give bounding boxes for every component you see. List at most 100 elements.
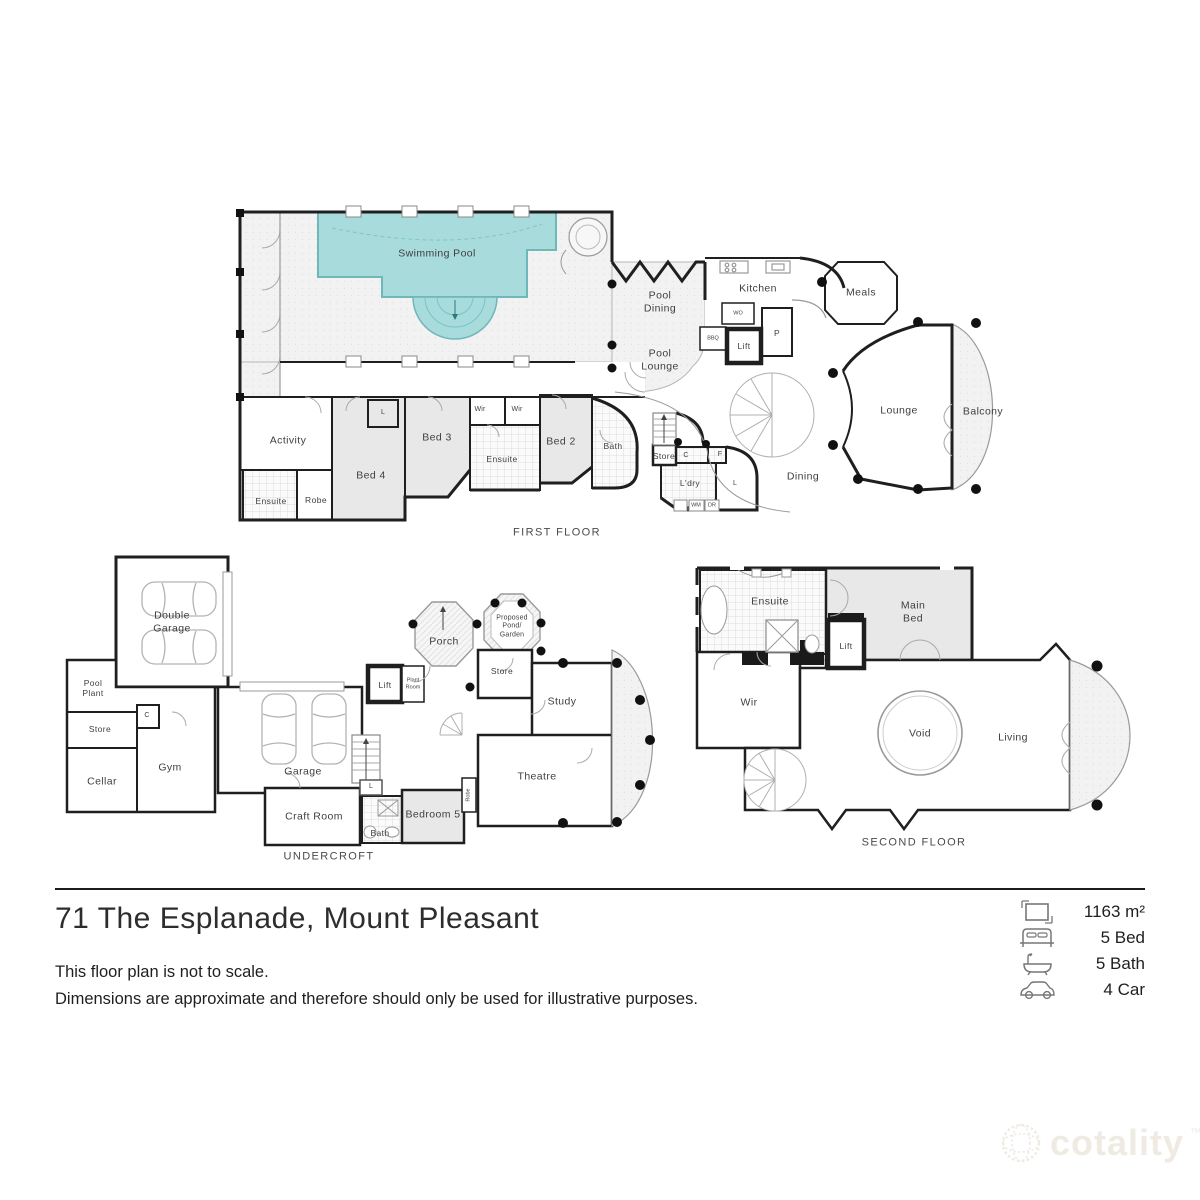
void-circle xyxy=(877,690,963,776)
label-ensuite-mid: Ensuite xyxy=(486,453,518,464)
stat-area: 1163 m² xyxy=(1018,899,1145,924)
label-porch: Porch xyxy=(429,635,459,648)
page-title: 71 The Esplanade, Mount Pleasant xyxy=(55,902,540,935)
label-garage: Garage xyxy=(284,765,322,778)
label-fridge: F xyxy=(717,450,723,458)
undercroft-store-room xyxy=(476,648,534,700)
stat-bath: 5 Bath xyxy=(1018,951,1145,976)
undercroft-bath-fixtures xyxy=(363,799,400,839)
caption-first-floor: FIRST FLOOR xyxy=(513,526,601,539)
second-floor-plan xyxy=(695,566,1131,832)
column-dots-second-floor xyxy=(1091,660,1103,811)
pond-inner xyxy=(490,600,534,652)
column-dots-undercroft xyxy=(408,598,655,828)
label-wall-oven: WO xyxy=(733,310,743,317)
label-bbq: BBQ xyxy=(707,335,719,342)
garage-doors xyxy=(222,571,345,692)
label-bath: Bath xyxy=(603,440,623,451)
label-lift-sf: Lift xyxy=(839,640,853,651)
label-bed2: Bed 2 xyxy=(546,435,576,448)
label-bath-uc: Bath xyxy=(370,827,390,838)
balcony-doors xyxy=(943,403,953,457)
undercroft-doors xyxy=(171,657,593,789)
label-wir-sf: Wir xyxy=(740,696,758,709)
label-bedroom5: Bedroom 5 xyxy=(405,808,461,821)
stat-bed-value: 5 Bed xyxy=(1100,927,1145,947)
stairs-undercroft xyxy=(351,734,383,796)
car-icon xyxy=(1020,980,1055,999)
label-dining: Dining xyxy=(786,470,820,483)
stairs-first-floor xyxy=(652,412,677,446)
label-cellar: Cellar xyxy=(87,775,117,788)
brand-watermark: cotality ™ xyxy=(998,1120,1200,1166)
label-pool-plant: Pool Plant xyxy=(82,677,104,698)
caption-second-floor: SECOND FLOOR xyxy=(861,836,967,849)
bedroom5-room xyxy=(400,788,466,845)
bed-icon xyxy=(1020,927,1054,947)
bath-icon xyxy=(1023,952,1052,975)
cotality-wordmark: cotality xyxy=(1050,1122,1185,1163)
label-robe: Robe xyxy=(305,494,327,505)
swimming-pool-shape xyxy=(317,211,557,340)
label-wir-a: Wir xyxy=(474,405,486,413)
kitchen-appliances xyxy=(719,260,827,319)
label-ensuite-left: Ensuite xyxy=(255,495,287,506)
spiral-stair-undercroft xyxy=(439,712,463,736)
second-balcony-shape xyxy=(1069,659,1131,811)
label-study: Study xyxy=(547,695,577,708)
label-pond-garden: Proposed Pond/ Garden xyxy=(496,614,528,639)
annex-inner-walls xyxy=(67,704,160,812)
label-robe-uc: Robe xyxy=(465,788,472,802)
label-dr: DR xyxy=(708,502,716,509)
label-ensuite-sf: Ensuite xyxy=(751,595,789,608)
label-lounge: Lounge xyxy=(880,404,918,417)
disclaimer-line-1: This floor plan is not to scale. xyxy=(55,963,269,981)
spiral-stair-first-floor xyxy=(729,372,815,458)
balcony-shape xyxy=(951,323,994,491)
stat-car-value: 4 Car xyxy=(1103,979,1145,999)
lift-shaft-first-floor xyxy=(724,326,764,366)
label-pool-lounge: Pool Lounge xyxy=(641,347,679,372)
label-linen-uc: L xyxy=(368,782,374,790)
robe-room xyxy=(461,777,477,813)
undercroft-plan xyxy=(65,555,655,847)
label-store-a: Store xyxy=(88,723,112,734)
label-double-garage: Double Garage xyxy=(153,609,191,634)
label-craft-room: Craft Room xyxy=(285,810,343,823)
label-cupboard: C xyxy=(683,451,689,459)
label-swimming-pool: Swimming Pool xyxy=(398,247,476,260)
label-wm: WM xyxy=(691,502,701,509)
label-store-b: Store xyxy=(490,665,514,676)
hall-curve xyxy=(614,391,791,513)
second-floor-outer-walls xyxy=(695,566,974,660)
label-lift-first: Lift xyxy=(737,340,751,351)
first-floor-doors xyxy=(304,361,647,444)
trademark-symbol: ™ xyxy=(1190,1127,1200,1139)
label-gym: Gym xyxy=(158,761,182,774)
spa-shape xyxy=(560,217,608,275)
laundry-appliances xyxy=(673,499,720,512)
ensuite-left-room xyxy=(242,469,298,521)
second-floor-windows xyxy=(695,566,954,627)
stat-bed: 5 Bed xyxy=(1018,925,1145,950)
area-icon xyxy=(1021,899,1053,924)
disclaimer-text: This floor plan is not to scale. Dimensi… xyxy=(55,959,698,1013)
label-plant-room: Plant Room xyxy=(405,677,421,690)
plant-room xyxy=(401,665,425,703)
second-ensuite-fixtures xyxy=(700,568,820,654)
car-outlines xyxy=(141,581,347,765)
label-theatre: Theatre xyxy=(517,770,557,783)
label-pantry: P xyxy=(773,327,781,338)
window-marks xyxy=(345,205,530,368)
stat-area-value: 1163 m² xyxy=(1083,901,1145,921)
label-living: Living xyxy=(998,731,1028,744)
stat-bath-value: 5 Bath xyxy=(1095,953,1145,973)
cotality-globe-icon xyxy=(1001,1123,1041,1163)
lift-shaft-second-floor xyxy=(825,617,867,671)
colonnade-arches xyxy=(261,212,281,397)
label-bed4: Bed 4 xyxy=(356,469,386,482)
label-void: Void xyxy=(908,727,932,740)
second-balcony-doors xyxy=(1061,721,1071,775)
stat-car: 4 Car xyxy=(1018,977,1145,1002)
